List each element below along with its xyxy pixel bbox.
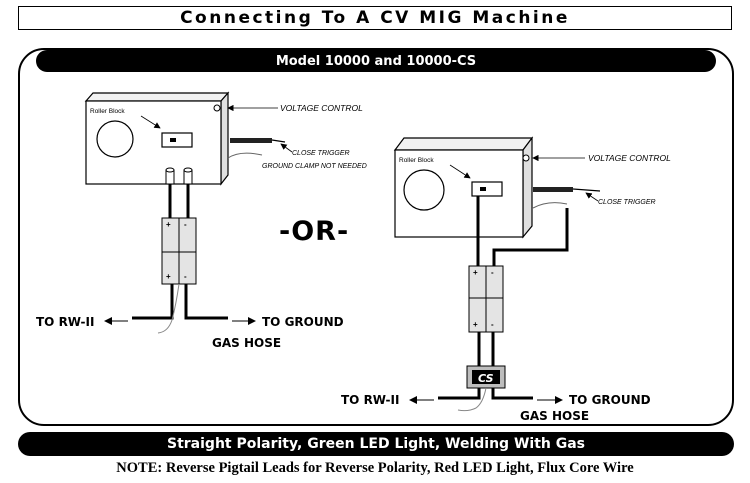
left-close-trigger-label: CLOSE TRIGGER	[292, 150, 350, 157]
left-to-ground-label: TO GROUND	[262, 315, 344, 329]
left-gas-hose-label: GAS HOSE	[212, 336, 281, 350]
left-plus-top: +	[166, 220, 171, 229]
diagram-frame	[18, 48, 734, 426]
right-connector-block	[471, 181, 503, 197]
right-to-rw-label: TO RW-II	[341, 393, 399, 407]
left-roller-circle	[96, 120, 134, 158]
right-gas-hose-label: GAS HOSE	[520, 409, 589, 423]
cs-label: CS	[478, 372, 494, 385]
or-label: -OR-	[279, 216, 349, 247]
left-minus-top: -	[184, 220, 187, 229]
left-minus-bottom: -	[184, 272, 187, 281]
reverse-polarity-note: NOTE: Reverse Pigtail Leads for Reverse …	[116, 460, 634, 476]
left-to-rw-label: TO RW-II	[36, 315, 94, 329]
right-minus-bottom: -	[491, 320, 494, 329]
right-to-ground-label: TO GROUND	[569, 393, 651, 407]
left-connector-stack	[161, 217, 197, 285]
right-voltage-control-label: VOLTAGE CONTROL	[588, 153, 671, 163]
right-roller-circle	[403, 169, 445, 211]
left-connector-block	[161, 132, 193, 148]
left-roller-block-label: Roller Block	[90, 108, 125, 115]
left-voltage-knob	[213, 104, 221, 112]
polarity-banner: Straight Polarity, Green LED Light, Weld…	[18, 432, 734, 456]
right-trigger-cable	[533, 187, 573, 192]
right-minus-top: -	[491, 268, 494, 277]
right-plus-bottom: +	[473, 320, 478, 329]
left-ground-clamp-label: GROUND CLAMP NOT NEEDED	[262, 163, 367, 170]
right-connector-stack	[468, 265, 504, 333]
right-roller-block-label: Roller Block	[399, 157, 434, 164]
left-plus-bottom: +	[166, 272, 171, 281]
right-voltage-knob	[522, 154, 530, 162]
right-close-trigger-label: CLOSE TRIGGER	[598, 199, 656, 206]
right-plus-top: +	[473, 268, 478, 277]
model-banner: Model 10000 and 10000-CS	[36, 50, 716, 72]
left-diagram: Roller Block VOLTAGE CONTROL CLOSE TRIGG…	[36, 91, 367, 350]
left-voltage-control-label: VOLTAGE CONTROL	[280, 103, 363, 113]
right-diagram: Roller Block VOLTAGE CONTROL CLOSE TRIGG…	[341, 136, 671, 423]
left-trigger-cable	[230, 138, 272, 143]
page-title: Connecting To A CV MIG Machine	[18, 6, 732, 30]
